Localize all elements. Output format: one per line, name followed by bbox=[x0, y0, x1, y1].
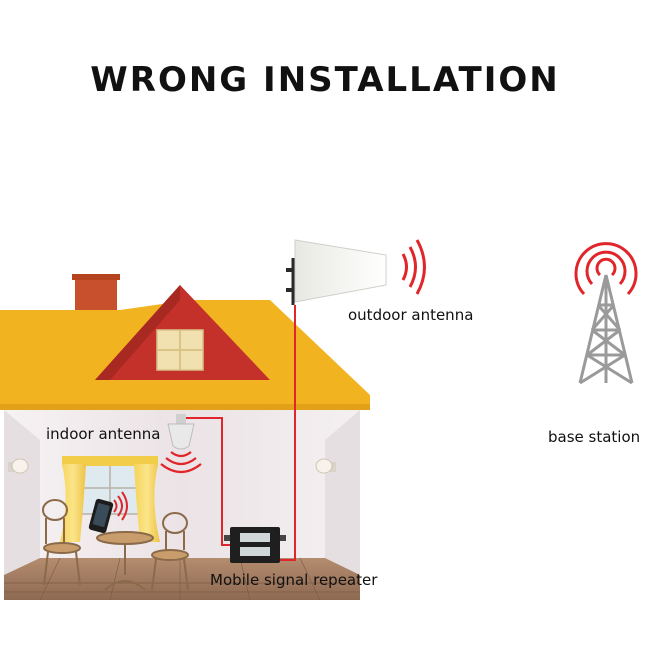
wooden-floor bbox=[4, 558, 360, 600]
indoor-antenna-signal-icon bbox=[160, 451, 202, 474]
wall-lamp-right bbox=[315, 458, 336, 474]
mobile-phone bbox=[88, 498, 114, 534]
cable-repeater-to-indoor bbox=[183, 417, 230, 546]
base-station-label: base station bbox=[548, 428, 641, 446]
base-station-tower bbox=[578, 274, 634, 385]
base-station-signal-icon bbox=[574, 242, 638, 296]
outdoor-antenna bbox=[286, 239, 387, 305]
bistro-furniture bbox=[42, 499, 189, 591]
window bbox=[60, 456, 160, 542]
roof bbox=[0, 274, 370, 410]
outdoor-antenna-signal-icon bbox=[401, 239, 426, 295]
phone-signal-icon bbox=[113, 491, 128, 521]
page-title: WRONG INSTALLATION bbox=[90, 60, 560, 100]
wall-lamp-left bbox=[8, 458, 29, 474]
outdoor-antenna-label: outdoor antenna bbox=[348, 306, 474, 324]
indoor-antenna bbox=[167, 414, 195, 450]
mobile-signal-repeater bbox=[224, 527, 286, 563]
chimney bbox=[75, 276, 117, 310]
indoor-antenna-label: indoor antenna bbox=[46, 425, 161, 443]
cable-outdoor-to-repeater bbox=[280, 305, 296, 561]
repeater-label: Mobile signal repeater bbox=[210, 571, 378, 589]
